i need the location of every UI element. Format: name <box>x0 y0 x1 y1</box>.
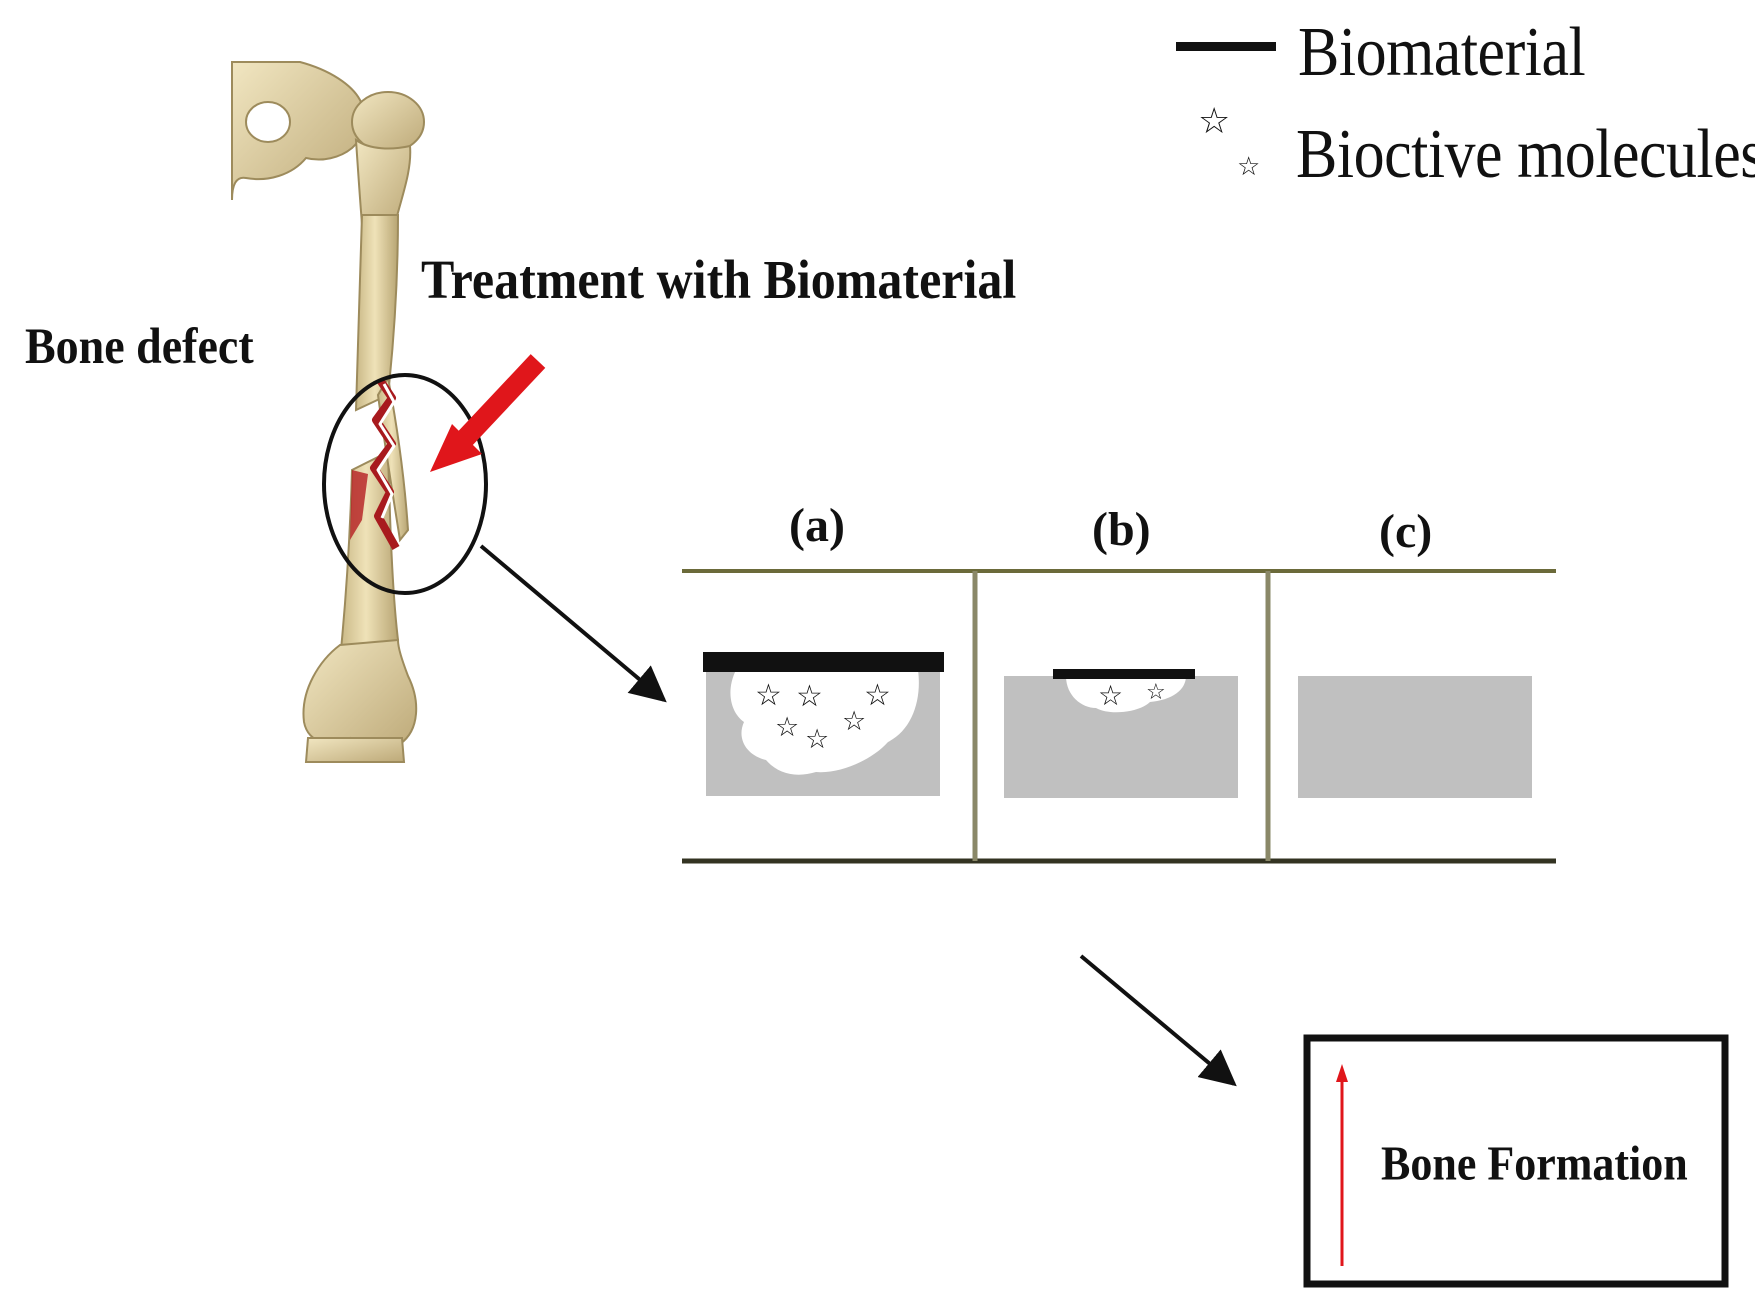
panel-b-biomaterial <box>1053 669 1195 679</box>
tibia-top <box>304 737 406 763</box>
star-icon: ☆ <box>805 724 830 755</box>
arrow-to-outcome <box>1079 954 1237 1087</box>
panel-a-label: (a) <box>789 499 845 552</box>
panel-a-biomaterial <box>703 652 944 672</box>
panel-a-healing-cavity <box>730 670 919 775</box>
panels-frame <box>682 569 1556 864</box>
fracture-line <box>370 377 400 550</box>
star-icon: ☆ <box>775 712 800 743</box>
legend-star-icon: ☆ <box>1198 101 1231 142</box>
treatment-label: Treatment with Biomaterial <box>421 248 1017 311</box>
panel-b-healing-cavity <box>1066 676 1186 713</box>
femoral-neck <box>354 137 412 226</box>
bone-defect-label: Bone defect <box>25 317 254 374</box>
arrow-to-panels <box>479 544 667 703</box>
fracture-highlight <box>376 383 396 519</box>
bone-formation-label: Bone Formation <box>1381 1136 1688 1191</box>
legend-star-icon-small: ☆ <box>1237 152 1261 182</box>
panel-b-graphic <box>1004 669 1238 798</box>
femur-illustration <box>231 61 425 763</box>
star-icon: ☆ <box>842 706 867 737</box>
pelvis-shape <box>231 61 367 201</box>
legend-biomaterial-label: Biomaterial <box>1298 14 1586 91</box>
star-icon: ☆ <box>1098 679 1124 712</box>
fracture <box>350 377 400 550</box>
pelvis-socket <box>245 101 291 143</box>
knee-condyles <box>302 638 418 753</box>
star-icon: ☆ <box>796 679 823 714</box>
legend-bioactive-label: Bioctive molecules <box>1296 116 1755 193</box>
red-arrow-icon <box>430 354 546 472</box>
panel-a-graphic <box>703 652 944 796</box>
panel-c-defect <box>1298 676 1532 798</box>
panel-c-graphic <box>1298 676 1532 798</box>
red-up-arrow-icon <box>1336 1064 1348 1266</box>
star-icon: ☆ <box>1146 680 1166 705</box>
panel-c-label: (c) <box>1379 505 1433 558</box>
bone-formation-box <box>1303 1034 1729 1288</box>
star-icon: ☆ <box>864 678 891 713</box>
defect-circle <box>322 373 488 595</box>
panel-b-label: (b) <box>1092 503 1151 556</box>
star-icon: ☆ <box>755 678 782 713</box>
femur-shaft-lower <box>338 450 400 662</box>
legend-biomaterial-swatch <box>1176 42 1276 51</box>
fracture-blood <box>350 470 368 540</box>
